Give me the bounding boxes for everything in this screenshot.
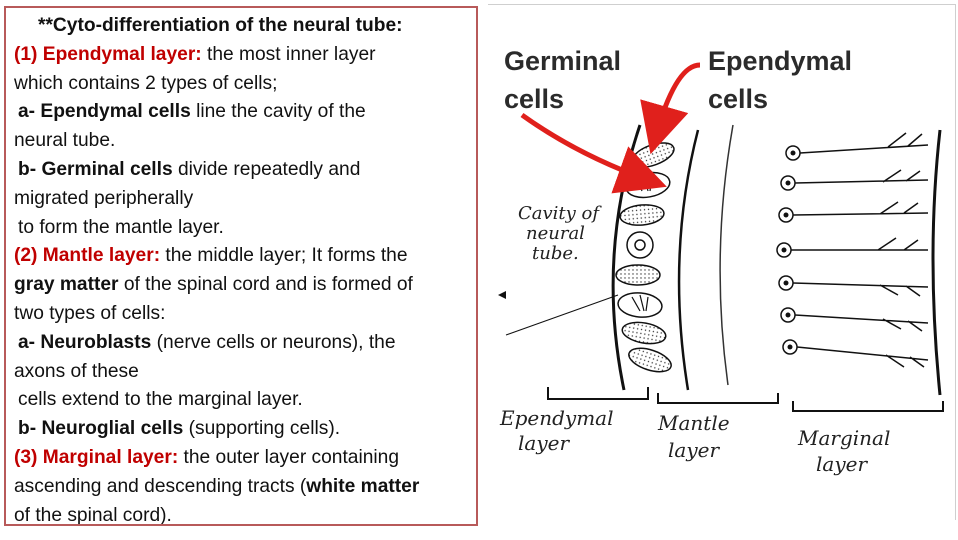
ependymal-label-1: Ependymal — [708, 46, 852, 76]
pointer-mark — [498, 291, 506, 299]
mantle-layer-line: (2) Mantle layer: the middle layer; It f… — [14, 242, 476, 271]
ependymal-outer-boundary — [677, 129, 700, 391]
mantle-layer-heading: (2) Mantle layer: — [14, 245, 161, 267]
slide-title: **Cyto-differentiation of the neural tub… — [38, 15, 403, 36]
pointer-line — [505, 294, 619, 336]
marginal-outer-boundary — [931, 129, 942, 396]
neuroblasts-text-3: cells extend to the marginal layer. — [18, 389, 303, 411]
cavity-label-3: tube. — [532, 243, 579, 264]
neural-tube-diagram: Germinal cells Ependymal cells Cavity of… — [488, 4, 956, 520]
germinal-cells-label: b- Germinal cells — [18, 158, 173, 180]
neuroblasts-label: a- Neuroblasts — [18, 331, 152, 353]
germinal-label-1: Germinal — [504, 46, 621, 76]
mantle-layer-desc-2: of the spinal cord and is formed of — [118, 274, 413, 296]
mantle-boundary — [719, 124, 734, 386]
ependymal-cells-text-2: neural tube. — [14, 130, 116, 152]
axon-processes — [791, 132, 929, 368]
mantle-neurons — [776, 145, 801, 355]
neuroglial-label: b- Neuroglial cells — [18, 418, 184, 440]
ependymal-label-2: cells — [708, 84, 768, 114]
mantle-layer-label-2: layer — [668, 438, 720, 462]
white-matter-label: white matter — [306, 475, 420, 497]
germinal-label-2: cells — [504, 84, 564, 114]
ependymal-layer-desc: the most inner layer — [201, 43, 376, 65]
germinal-cells-line: b- Germinal cells divide repeatedly and — [14, 156, 476, 185]
ependymal-layer-label-2: layer — [518, 431, 570, 455]
text-panel: **Cyto-differentiation of the neural tub… — [4, 6, 478, 526]
germinal-cells-text-3: to form the mantle layer. — [18, 216, 224, 238]
ependymal-layer-line: (1) Ependymal layer: the most inner laye… — [14, 41, 476, 70]
germinal-arrow — [520, 112, 667, 194]
mantle-layer-desc-3: two types of cells: — [14, 302, 166, 324]
marginal-layer-desc-2: ascending and descending tracts ( — [14, 475, 307, 497]
germinal-cells-text-2: migrated peripherally — [14, 187, 194, 209]
neuroblasts-text-2: axons of these — [14, 360, 139, 382]
marginal-layer-desc-3: of the spinal cord). — [14, 504, 172, 526]
neuroblasts-text: (nerve cells or neurons), the — [151, 331, 396, 353]
marginal-layer-line: (3) Marginal layer: the outer layer cont… — [14, 444, 476, 473]
ependymal-layer-heading: (1) Ependymal layer: — [14, 43, 202, 65]
ependymal-cells-label: a- Ependymal cells — [18, 101, 191, 123]
marginal-layer-heading: (3) Marginal layer: — [14, 446, 179, 468]
neuroblasts-line: a- Neuroblasts (nerve cells or neurons),… — [14, 329, 476, 358]
marginal-bracket — [792, 401, 944, 412]
ependymal-cells-text: line the cavity of the — [190, 101, 366, 123]
mantle-layer-label-1: Mantle — [657, 411, 730, 435]
gray-matter-line: gray matter of the spinal cord and is fo… — [14, 271, 476, 300]
marginal-layer-desc: the outer layer containing — [178, 446, 400, 468]
neuroglial-text: (supporting cells). — [183, 418, 341, 440]
diagram-svg: Germinal cells Ependymal cells Cavity of… — [498, 46, 944, 476]
gray-matter-label: gray matter — [14, 274, 119, 296]
white-matter-line: ascending and descending tracts (white m… — [14, 473, 476, 502]
mantle-layer-desc: the middle layer; It forms the — [160, 245, 408, 267]
ependymal-arrow — [640, 62, 701, 155]
mantle-bracket — [657, 393, 779, 404]
ependymal-layer-label-1: Ependymal — [499, 406, 614, 430]
cavity-label-2: neural — [526, 223, 585, 244]
marginal-layer-label-1: Marginal — [797, 426, 890, 450]
germinal-cells-text: divide repeatedly and — [172, 158, 361, 180]
neuroglial-line: b- Neuroglial cells (supporting cells). — [14, 415, 476, 444]
marginal-layer-label-2: layer — [816, 452, 868, 476]
ependymal-bracket — [547, 387, 649, 400]
cavity-label-1: Cavity of — [518, 203, 602, 224]
ependymal-cells-line: a- Ependymal cells line the cavity of th… — [14, 98, 476, 127]
ependymal-layer-desc-2: which contains 2 types of cells; — [14, 72, 278, 94]
